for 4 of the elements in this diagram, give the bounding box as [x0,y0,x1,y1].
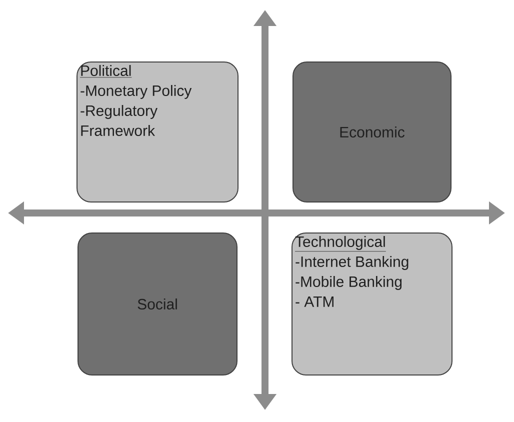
quadrant-box: Political -Monetary Policy -Regulatory Framework [76,62,238,202]
quadrant-box: Technological -Internet Banking -Mobile Banking - ATM [292,232,452,376]
quadrant-box: Social [78,232,238,376]
quadrant-box: Economic [292,62,452,202]
